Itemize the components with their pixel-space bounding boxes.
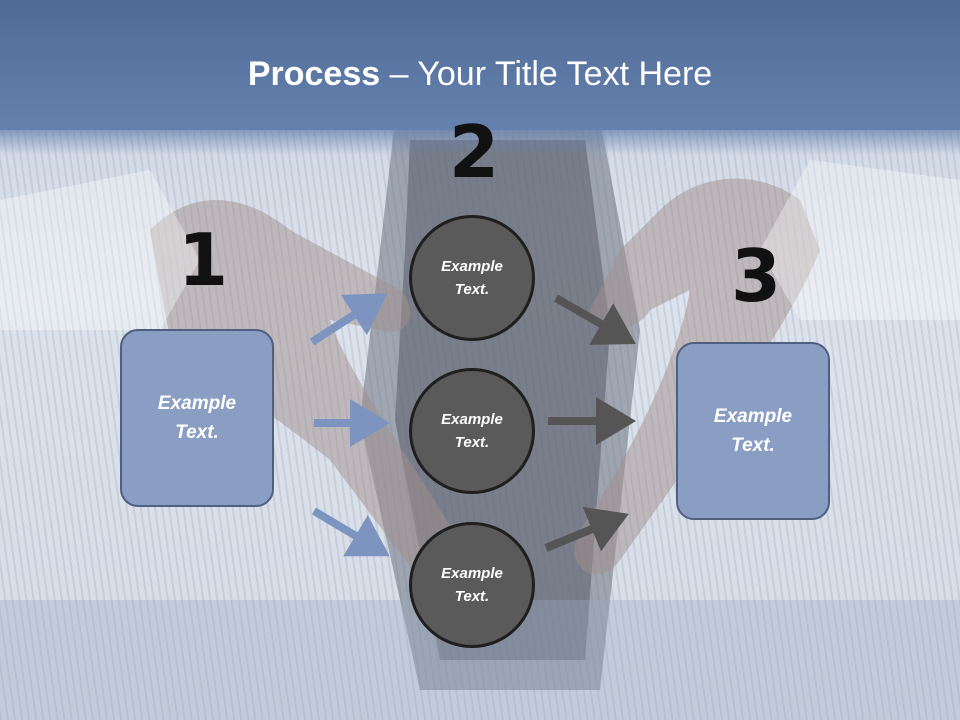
step2-circle-middle: Example Text. bbox=[409, 368, 535, 494]
step3-box-text: Example Text. bbox=[713, 406, 793, 456]
step-number-2: 2 bbox=[449, 110, 500, 194]
step1-box: Example Text. bbox=[120, 329, 274, 507]
left-sleeve-shape bbox=[0, 170, 200, 330]
arrow-step1-to-top-circle bbox=[309, 293, 388, 346]
step-number-3: 3 bbox=[731, 234, 782, 318]
step2-circle-top-text: Example Text. bbox=[441, 258, 503, 298]
slide-title: Process – Your Title Text Here bbox=[0, 52, 960, 96]
step-number-1: 1 bbox=[178, 218, 229, 302]
step3-box: Example Text. bbox=[676, 342, 830, 520]
title-banner bbox=[0, 0, 960, 130]
step2-circle-top: Example Text. bbox=[409, 215, 535, 341]
title-rest-part: – Your Title Text Here bbox=[380, 55, 713, 93]
step2-circle-bottom-text: Example Text. bbox=[441, 565, 503, 605]
title-bold-part: Process bbox=[247, 55, 381, 93]
jeans-shape bbox=[0, 600, 960, 720]
step2-circle-bottom: Example Text. bbox=[409, 522, 535, 648]
arrow-top-circle-to-step3 bbox=[554, 294, 636, 345]
arrow-bottom-circle-to-step3 bbox=[544, 506, 629, 552]
arrow-step1-to-bottom-circle bbox=[311, 507, 390, 557]
step2-circle-middle-text: Example Text. bbox=[441, 411, 503, 451]
title-banner-fade bbox=[0, 125, 960, 155]
right-sleeve-shape bbox=[760, 160, 960, 320]
step1-box-text: Example Text. bbox=[157, 393, 237, 443]
left-hand-shape bbox=[150, 200, 472, 598]
